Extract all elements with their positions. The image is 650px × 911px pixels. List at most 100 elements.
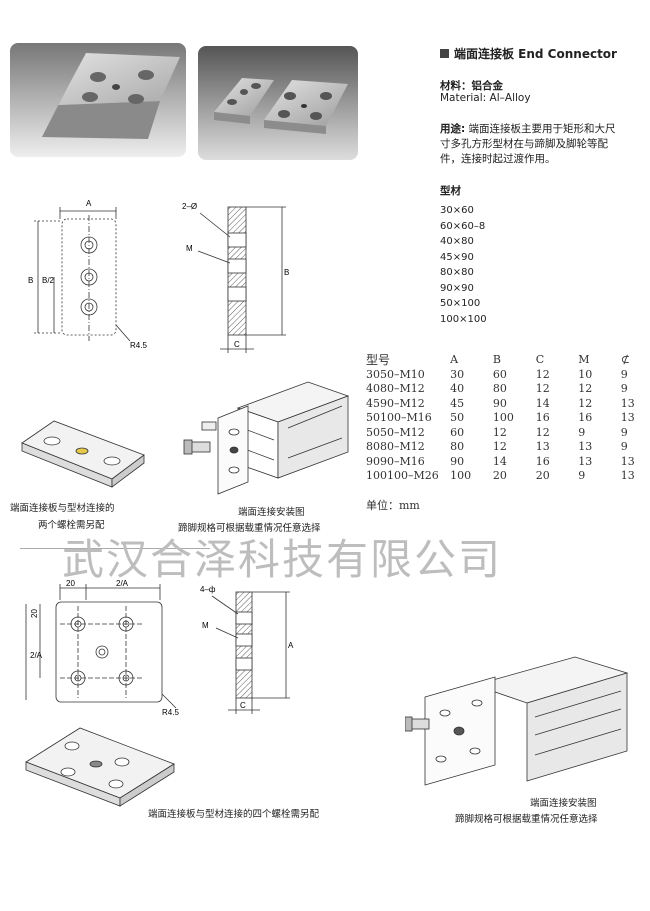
cell: 14 xyxy=(492,454,507,468)
cell: 13 xyxy=(578,440,593,453)
profiles-list: 30×60 60×60–8 40×80 45×90 80×80 90×90 50… xyxy=(440,203,487,327)
cell: 9 xyxy=(620,425,628,439)
header-d: ⊄ xyxy=(620,353,630,366)
cell: 80 xyxy=(492,382,507,395)
cell: 100 xyxy=(450,469,472,482)
material-label: 材料：铝合金 xyxy=(440,80,503,92)
profile-item: 50×100 xyxy=(440,298,481,309)
dim-2a-label: 2/A xyxy=(116,579,129,588)
drawing-4hole-side: 4–ф M A C xyxy=(200,585,294,714)
dim-c-label: C xyxy=(234,340,240,349)
usage-line1: 端面连接板主要用于矩形和大尺 xyxy=(465,123,616,135)
cell: 12 xyxy=(578,396,593,410)
cell: 12 xyxy=(535,425,550,439)
cell: 13 xyxy=(578,454,593,468)
header-model: 型号 xyxy=(366,353,391,367)
profile-item: 80×80 xyxy=(440,267,474,278)
profile-item: 90×90 xyxy=(440,282,474,294)
cell: 13 xyxy=(535,440,550,453)
cell: 4590–M12 xyxy=(366,396,425,410)
cell: 9 xyxy=(620,382,628,395)
cell: 9 xyxy=(620,367,628,381)
cell: 100100–M26 xyxy=(366,469,439,482)
divider-line xyxy=(20,548,210,549)
cell: 16 xyxy=(535,454,550,468)
product-photo-single xyxy=(10,43,186,157)
profile-item: 60×60–8 xyxy=(440,220,486,232)
caption-install1-line2: 蹄脚规格可根据载重情况任意选择 xyxy=(178,523,321,534)
dim-20-v-label: 20 xyxy=(30,609,39,618)
table-row: 9090–M16 90 14 16 13 13 xyxy=(366,455,650,470)
dim-2a-v-label: 2/A xyxy=(30,651,43,660)
caption-plate2-line2: 两个螺栓需另配 xyxy=(38,520,105,531)
drawing-4hole-front: 20 2/A 20 2/A R4.5 xyxy=(25,579,179,717)
caption-plate4: 端面连接板与型材连接的四个螺栓需另配 xyxy=(148,809,320,820)
caption-install1-line1: 端面连接安装图 xyxy=(238,507,305,518)
header-b: B xyxy=(492,353,502,366)
usage-line2: 寸多孔方形型材在与蹄脚及脚轮等配 xyxy=(440,138,608,150)
material-label-en: Material: Al–Alloy xyxy=(440,92,531,104)
thread-label: M xyxy=(186,244,193,253)
unit-label: 单位：mm xyxy=(366,499,420,512)
table-row: 4080–M12 40 80 12 12 9 xyxy=(366,382,650,397)
dim-20-label: 20 xyxy=(66,579,75,588)
cell: 10 xyxy=(578,367,593,381)
dim-b-side-label: B xyxy=(284,268,289,277)
cell: 4080–M12 xyxy=(366,382,425,395)
cell: 9 xyxy=(578,469,586,482)
cell: 40 xyxy=(450,382,465,395)
hole-count-label: 2–Ø xyxy=(182,202,197,211)
cell: 12 xyxy=(535,382,550,395)
cell: 13 xyxy=(620,469,635,482)
cell: 16 xyxy=(535,411,550,424)
cell: 12 xyxy=(492,440,507,453)
plate-2hole-3d xyxy=(21,420,145,488)
cell: 5050–M12 xyxy=(366,425,425,439)
cell: 3050–M10 xyxy=(366,367,425,381)
company-watermark: 武汉合泽科技有限公司 xyxy=(62,535,503,584)
usage-text: 用途: 端面连接板主要用于矩形和大尺 寸多孔方形型材在与蹄脚及脚轮等配 件，连接… xyxy=(440,122,640,167)
dim-c-4-label: C xyxy=(240,701,246,710)
profile-item: 100×100 xyxy=(440,313,487,325)
install-diagram-2 xyxy=(405,656,629,786)
cell: 9 xyxy=(578,425,586,439)
drawing-2hole-front: A B B/2 R4.5 xyxy=(28,199,147,350)
cell: 9 xyxy=(620,440,628,453)
cell: 8080–M12 xyxy=(366,440,425,453)
dim-a-side-label: A xyxy=(288,641,294,650)
install-diagram-1 xyxy=(183,381,350,495)
section-title-text: 端面连接板 End Connector xyxy=(454,47,617,61)
cell: 50 xyxy=(450,411,465,424)
profile-item: 45×90 xyxy=(440,251,474,263)
caption-plate2-line1: 端面连接板与型材连接的 xyxy=(10,503,115,514)
dim-b2-label: B/2 xyxy=(42,276,55,285)
radius-label: R4.5 xyxy=(130,341,147,350)
caption-install2-line2: 蹄脚规格可根据载重情况任意选择 xyxy=(455,814,598,825)
cell: 13 xyxy=(620,396,635,410)
profiles-label: 型材 xyxy=(440,185,461,197)
header-m: M xyxy=(578,353,590,366)
cell: 16 xyxy=(578,411,593,424)
hole-count-4-label: 4–ф xyxy=(200,585,216,594)
drawing-2hole-side: 2–Ø M B C xyxy=(182,202,289,353)
profile-item: 40×80 xyxy=(440,236,474,247)
section-title: 端面连接板 End Connector xyxy=(440,45,617,62)
cell: 60 xyxy=(492,367,507,381)
profile-item: 30×60 xyxy=(440,205,474,216)
radius-4hole-label: R4.5 xyxy=(162,708,179,717)
header-a: A xyxy=(450,353,459,366)
usage-label: 用途: xyxy=(440,123,466,135)
cell: 12 xyxy=(578,382,593,395)
cell: 9090–M16 xyxy=(366,454,425,468)
cell: 13 xyxy=(620,454,635,468)
cell: 100 xyxy=(492,411,514,424)
cell: 12 xyxy=(535,367,550,381)
caption-install2-line1: 端面连接安装图 xyxy=(530,798,597,809)
cell: 90 xyxy=(450,454,465,468)
